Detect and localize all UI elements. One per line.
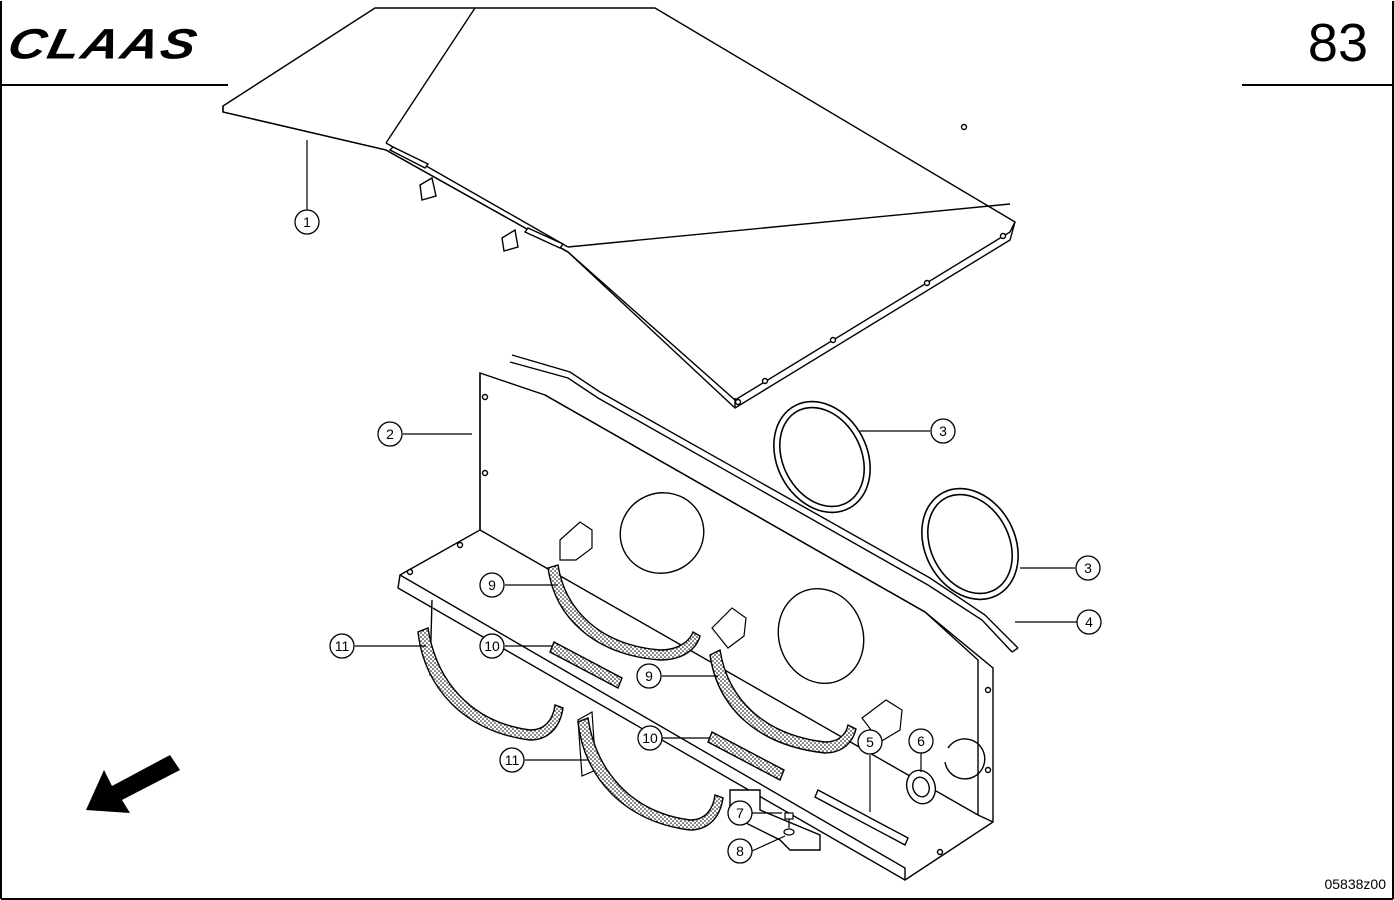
oval-ring-lower [921, 487, 1019, 601]
curved-seal-part-9 [547, 564, 857, 754]
screw-part [784, 812, 794, 828]
callout-9-right: 9 [645, 668, 653, 684]
top-cover-part [222, 7, 1016, 409]
housing-panel-part [397, 372, 994, 881]
grommet-part [905, 769, 937, 805]
callout-7: 7 [736, 805, 744, 821]
curved-seal-part-11 [417, 627, 724, 831]
arrow-down-left-icon [86, 755, 180, 813]
callout-10-right: 10 [642, 730, 658, 746]
page-number: 83 [1307, 13, 1368, 73]
callout-1: 1 [303, 214, 311, 230]
callout-3-lower: 3 [1084, 560, 1092, 576]
callout-bubbles [294, 209, 1102, 864]
bracket-parts [559, 521, 903, 777]
seal-strip-part [509, 354, 1019, 653]
callout-2: 2 [386, 426, 394, 442]
callout-leaders [306, 140, 1077, 852]
callout-11-upper: 11 [335, 638, 350, 654]
callout-8: 8 [736, 843, 744, 859]
callout-10-left: 10 [484, 638, 500, 654]
callout-11-lower: 11 [505, 752, 520, 768]
callout-3-upper: 3 [939, 423, 947, 439]
callout-6: 6 [917, 733, 925, 749]
callout-4: 4 [1085, 614, 1093, 630]
callout-5: 5 [866, 734, 874, 750]
washer-part [783, 828, 795, 836]
drawing-code: 05838z00 [1324, 876, 1386, 892]
oval-ring-upper [773, 400, 871, 514]
bar-part [814, 789, 909, 846]
callout-9-left: 9 [488, 577, 496, 593]
callout-numbers: 1 2 3 3 4 5 6 7 8 9 9 10 10 11 11 [303, 214, 1093, 859]
short-seal-part-10 [549, 641, 785, 781]
